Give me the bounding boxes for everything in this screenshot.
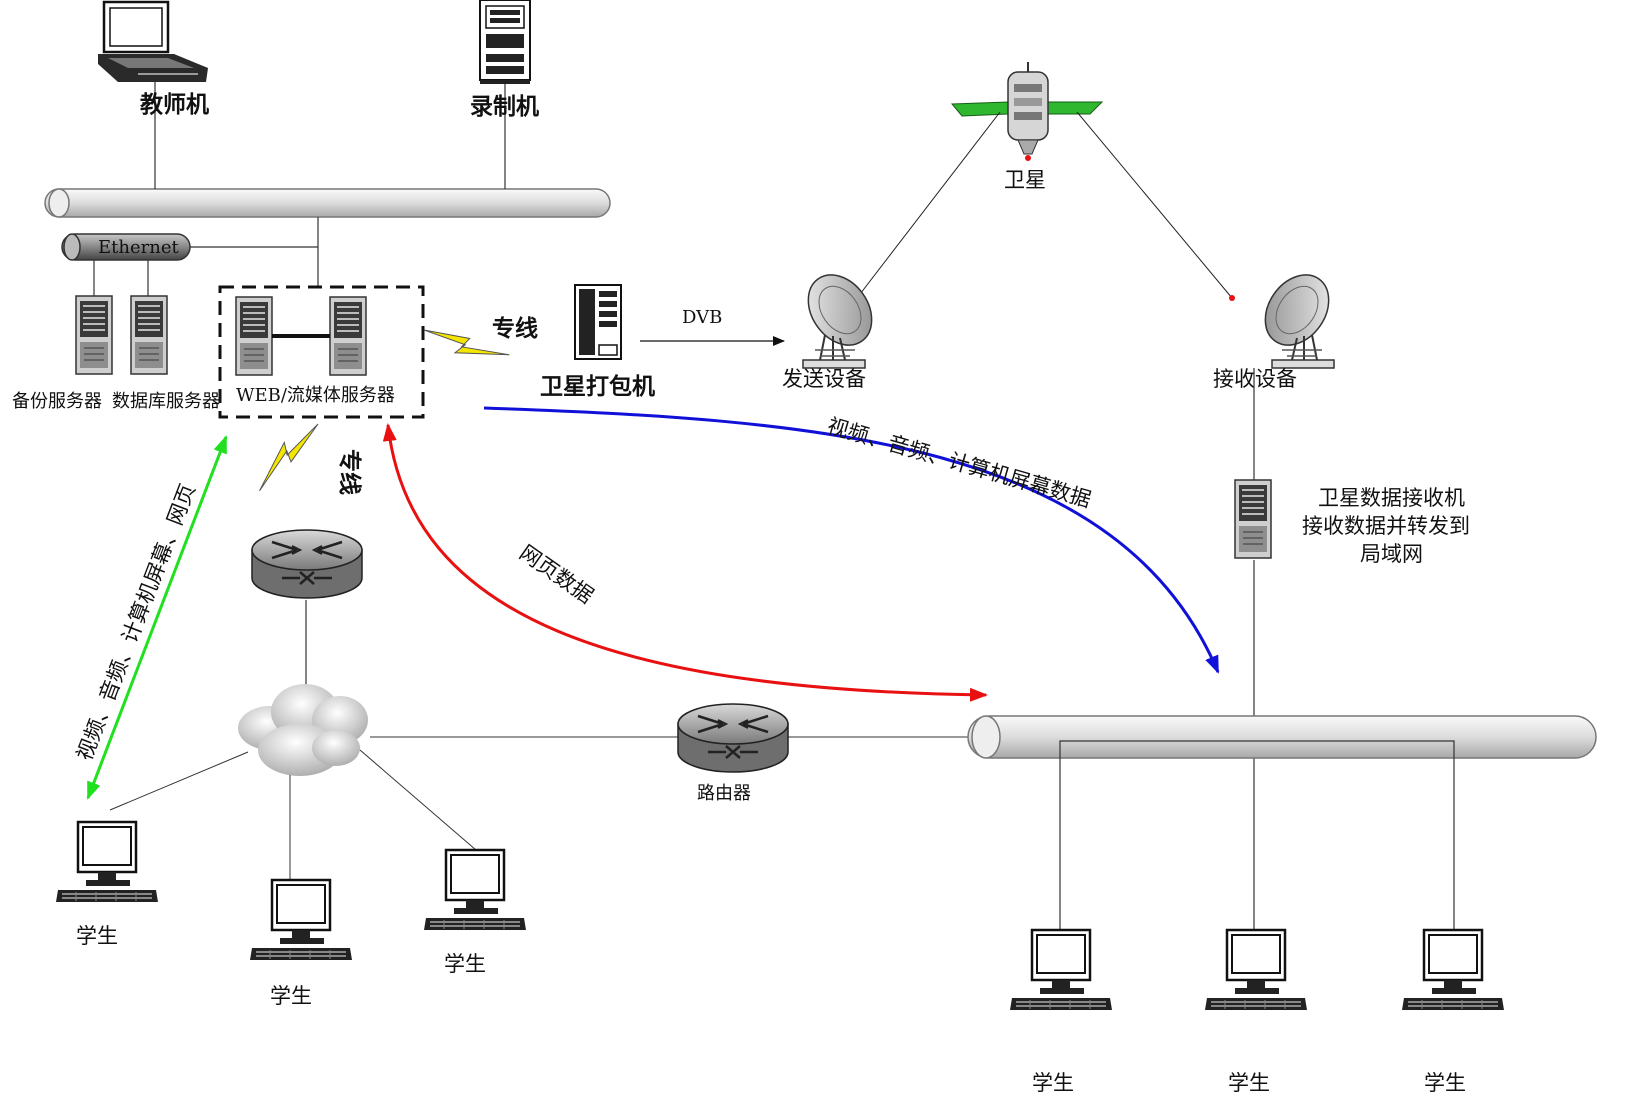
student-label-2: 学生 [270, 984, 312, 1008]
recorder-label: 录制机 [470, 94, 539, 120]
student-pc-icon-5 [1203, 928, 1309, 1012]
student-pc-icon-6 [1400, 928, 1506, 1012]
streaming-server-icon [329, 296, 367, 376]
remote-lan-backbone [967, 715, 1597, 759]
student-label-6: 学生 [1424, 1071, 1466, 1095]
red-flow-label: 网页数据 [515, 540, 598, 608]
satellite-packer-icon [574, 284, 622, 360]
leased-line-bolt-icon-2 [259, 415, 319, 500]
satellite-receiver-line3: 局域网 [1360, 542, 1423, 566]
red-flow-arrow [382, 423, 988, 702]
remote-lan-drops [1059, 740, 1455, 932]
send-equipment-label: 发送设备 [782, 367, 866, 391]
ethernet-segment: Ethernet [61, 233, 191, 261]
student-label-4: 学生 [1032, 1071, 1074, 1095]
student-pc-icon-4 [1008, 928, 1114, 1012]
student-label-5: 学生 [1228, 1071, 1270, 1095]
access-router-icon [250, 528, 364, 600]
blue-flow-arrow [483, 406, 1220, 674]
router-label: 路由器 [697, 783, 751, 804]
green-flow-label: 视频、音频、计算机屏幕、网页 [72, 481, 200, 764]
satellite-receiver-line1: 卫星数据接收机 [1318, 486, 1465, 510]
router-icon [676, 702, 790, 774]
dvb-label: DVB [682, 307, 722, 328]
backup-server-icon [75, 295, 113, 375]
satellite-receiver-line2: 接收数据并转发到 [1302, 514, 1470, 538]
satellite-label: 卫星 [1004, 168, 1046, 192]
internet-links [109, 736, 968, 880]
lan-links [93, 80, 506, 296]
student-label-3: 学生 [444, 952, 486, 976]
satellite-packer-label: 卫星打包机 [540, 373, 655, 400]
leased-line-label-top: 专线 [492, 315, 538, 342]
teacher-laptop-icon [98, 0, 208, 82]
student-pc-icon-3 [422, 848, 528, 932]
student-label-1: 学生 [76, 924, 118, 948]
web-server-icon [235, 296, 273, 376]
database-server-icon [130, 295, 168, 375]
web-streaming-server-group: WEB/流媒体服务器 [218, 285, 425, 419]
satellite-icon [950, 62, 1104, 161]
database-server-label: 数据库服务器 [112, 391, 220, 412]
teacher-label: 教师机 [140, 91, 209, 118]
campus-lan-backbone [44, 188, 611, 218]
student-pc-icon-2 [248, 878, 354, 962]
recorder-server-icon [479, 0, 531, 84]
student-pc-icon-1 [54, 820, 160, 904]
web-server-label: WEB/流媒体服务器 [236, 385, 395, 406]
internet-cloud-icon [238, 684, 368, 776]
green-flow-arrow [86, 435, 228, 800]
receive-dish-icon [1251, 261, 1343, 369]
satellite-links [856, 111, 1233, 299]
receive-equipment-label: 接收设备 [1213, 367, 1297, 391]
leased-line-label-vertical: 专线 [336, 449, 363, 495]
backup-server-label: 备份服务器 [12, 391, 102, 412]
blue-flow-label: 视频、音频、计算机屏幕数据 [825, 414, 1094, 512]
ethernet-label: Ethernet [98, 237, 179, 258]
satellite-receiver-icon [1234, 479, 1272, 559]
